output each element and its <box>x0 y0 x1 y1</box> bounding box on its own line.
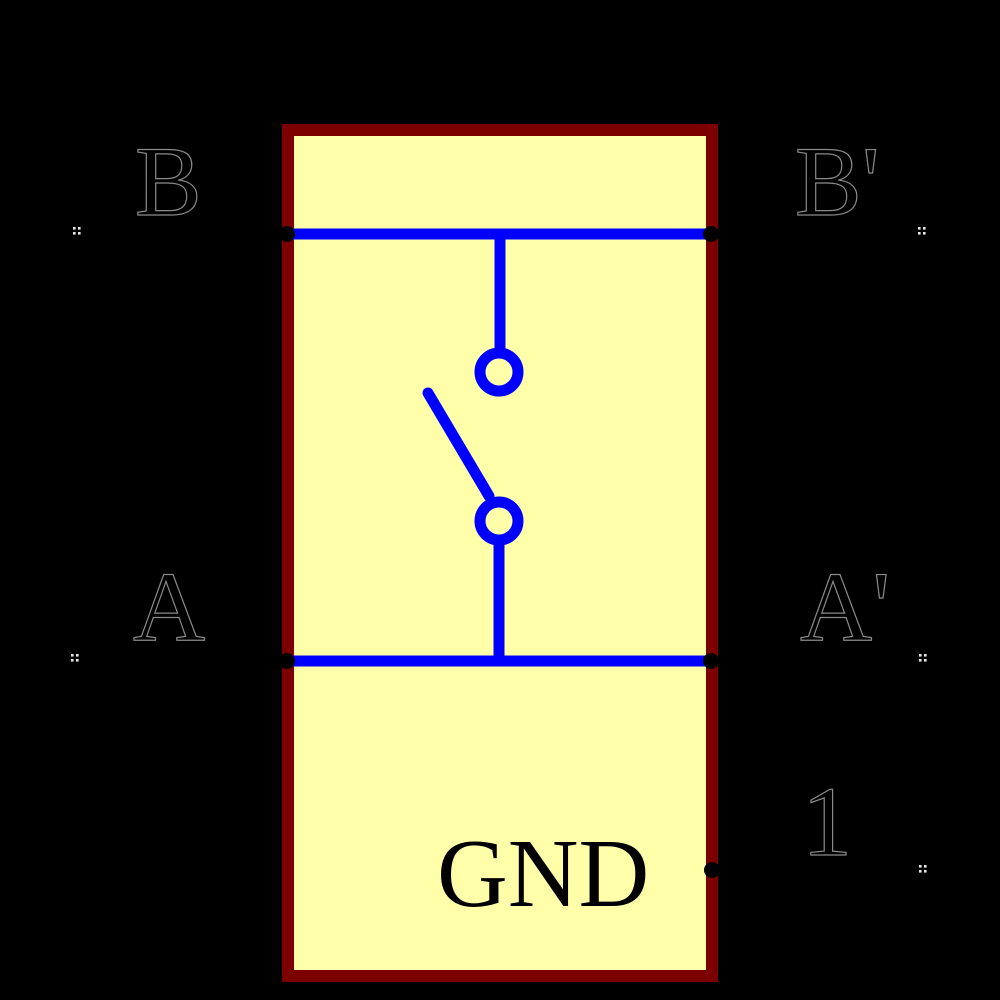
pin-dot-a-prime[interactable] <box>703 653 719 669</box>
switch-contact-top <box>474 347 524 397</box>
pin-marker-a-prime <box>919 654 927 662</box>
pin-dot-a[interactable] <box>279 653 295 669</box>
pin-dot-1[interactable] <box>704 862 720 878</box>
pin-marker-a <box>71 654 79 662</box>
pin-label-a-prime: A' <box>800 551 890 662</box>
pin-label-a: A <box>133 551 205 662</box>
pin-marker-b-prime <box>918 227 926 235</box>
pin-label-b-prime: B' <box>795 126 880 237</box>
pin-dot-b-prime[interactable] <box>703 226 719 242</box>
pin-end-markers <box>71 227 927 873</box>
pin-label-1: 1 <box>802 766 852 877</box>
switch-contact-bottom <box>474 496 524 546</box>
switch-lever[interactable] <box>422 387 495 502</box>
pin-dot-b[interactable] <box>279 226 295 242</box>
pin-marker-1 <box>919 865 927 873</box>
pin-label-b: B <box>135 126 202 237</box>
switch-component: GND <box>279 124 720 982</box>
switch-symbol[interactable] <box>422 234 524 661</box>
pin-labels: B B' A A' 1 <box>132 125 890 877</box>
pin-marker-b <box>73 227 81 235</box>
gnd-label: GND <box>437 820 649 928</box>
